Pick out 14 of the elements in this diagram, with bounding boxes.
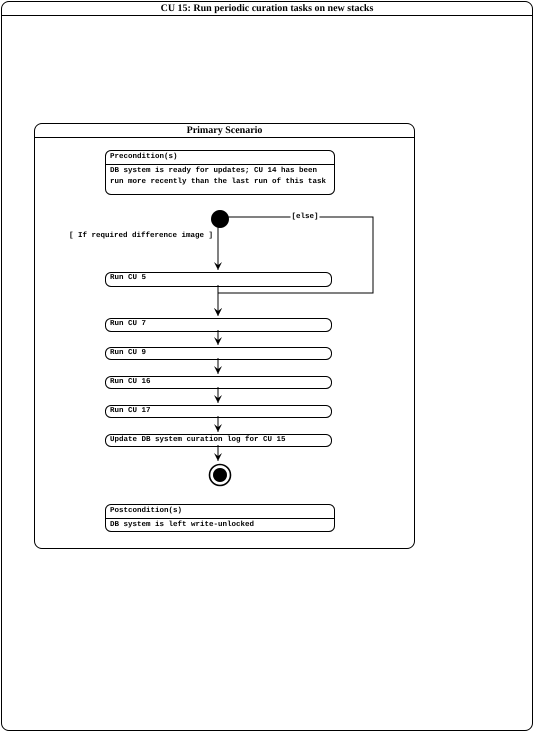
arrow	[214, 416, 222, 432]
arrow	[214, 284, 222, 316]
arrow	[214, 444, 222, 462]
scenario-frame	[34, 123, 415, 549]
arrow	[214, 386, 222, 404]
condition-note	[105, 150, 335, 195]
frame-title: CU 15: Run periodic curation tasks on new stacks	[2, 2, 532, 16]
arrow	[214, 330, 222, 346]
frame-title: Primary Scenario	[35, 124, 414, 138]
initial-node	[211, 210, 229, 228]
final-node	[208, 463, 232, 487]
condition-note	[105, 504, 335, 532]
arrow	[214, 226, 222, 270]
arrow	[214, 358, 222, 374]
